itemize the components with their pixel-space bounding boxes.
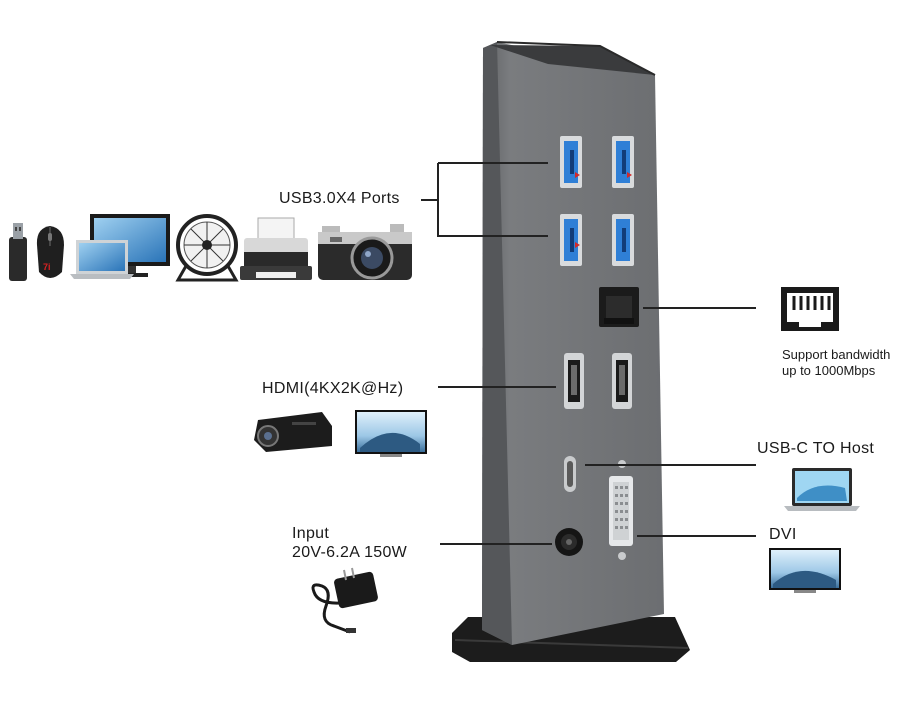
callout-lines: [421, 162, 756, 545]
mouse-logo-text: 7i: [43, 262, 51, 272]
camera-icon: [318, 224, 412, 280]
dc-input-port: [555, 528, 583, 556]
host-laptop-icon: [784, 468, 860, 511]
input-label: Input: [292, 525, 330, 542]
dvi-label: DVI: [769, 526, 797, 543]
printer-icon: [240, 217, 312, 280]
ethernet-jack-icon: [781, 287, 839, 331]
usb-stick-icon: [9, 223, 27, 281]
dvi-port: [609, 460, 633, 560]
usb-callout-lower: [437, 163, 548, 237]
usb-port-top-right: [612, 136, 634, 188]
dock-station: [452, 41, 690, 662]
ethernet-port: [599, 287, 639, 327]
mouse-icon: 7i: [36, 226, 64, 278]
usb-port-bottom-right: [612, 214, 634, 266]
usb-c-host-label: USB-C TO Host: [757, 440, 875, 457]
desk-fan-icon: [175, 214, 239, 282]
usb-ports-label: USB3.0X4 Ports: [279, 190, 400, 207]
input-spec-label: 20V-6.2A 150W: [292, 544, 408, 561]
usb-c-port: [564, 456, 576, 492]
ethernet-speed-label: up to 1000Mbps: [782, 363, 876, 378]
projector-icon: [254, 412, 332, 452]
power-adapter-icon: [311, 567, 378, 634]
usb-port-bottom-left: [560, 214, 582, 266]
hdmi-port-right: [612, 353, 632, 409]
laptop-icon: [70, 240, 134, 279]
ethernet-bandwidth-label: Support bandwidth: [782, 347, 891, 362]
hdmi-label: HDMI(4KX2K@Hz): [262, 380, 404, 397]
usb-port-top-left: [560, 136, 582, 188]
tv-icon-hdmi: [355, 410, 427, 457]
hdmi-port-left: [564, 353, 584, 409]
dvi-monitor-icon: [769, 548, 841, 593]
